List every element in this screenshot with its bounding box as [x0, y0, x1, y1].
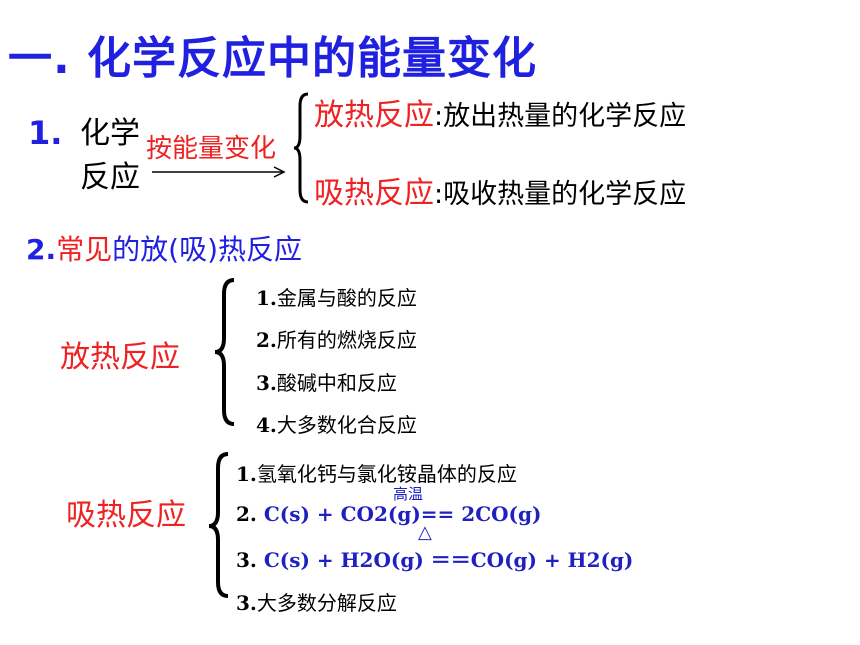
reaction-label: 化学 反应: [80, 112, 140, 200]
section-2-number: 2.: [26, 233, 57, 266]
reaction-label-line1: 化学: [80, 116, 140, 151]
left-brace-icon: [293, 92, 309, 204]
section-2-part-a: 常见: [56, 233, 113, 266]
endothermic-category: 吸热反应: [66, 498, 186, 533]
exothermic-category: 放热反应: [60, 340, 180, 375]
endothermic-item-2: 2. C(s) + CO2(g)== 2CO(g): [236, 502, 542, 526]
endothermic-definition: 吸热反应:吸收热量的化学反应: [314, 168, 686, 212]
section-2-part-b: 的放(吸)热反应: [112, 233, 302, 266]
exothermic-definition: 放热反应:放出热量的化学反应: [314, 90, 686, 134]
exothermic-item-3: 3.酸碱中和反应: [256, 371, 397, 395]
arrow-label: 按能量变化: [146, 134, 277, 164]
section-1-number: 1.: [28, 114, 63, 152]
endothermic-item-3: 3. C(s) + H2O(g) ＝＝CO(g) + H2(g): [236, 548, 634, 572]
right-arrow-icon: [152, 166, 286, 178]
exothermic-item-1: 1.金属与酸的反应: [256, 286, 417, 310]
left-brace-icon: [208, 452, 229, 598]
section-2-heading: 2.常见的放(吸)热反应: [26, 228, 302, 268]
endothermic-text: :吸收热量的化学反应: [434, 179, 687, 210]
endothermic-item-1: 1.氢氧化钙与氯化铵晶体的反应: [236, 462, 517, 486]
exothermic-item-4: 4.大多数化合反应: [256, 413, 417, 437]
heating-triangle-icon: △: [418, 522, 432, 543]
endothermic-term: 吸热反应: [314, 176, 434, 211]
endothermic-item-4: 3.大多数分解反应: [236, 591, 397, 615]
reaction-label-line2: 反应: [80, 160, 140, 195]
left-brace-icon: [214, 278, 235, 426]
exothermic-item-2: 2.所有的燃烧反应: [256, 328, 417, 352]
page-title: 一. 化学反应中的能量变化: [8, 33, 538, 84]
exothermic-text: :放出热量的化学反应: [434, 101, 687, 132]
reaction-condition-high-temp: 高温: [393, 485, 424, 503]
exothermic-term: 放热反应: [314, 98, 434, 133]
